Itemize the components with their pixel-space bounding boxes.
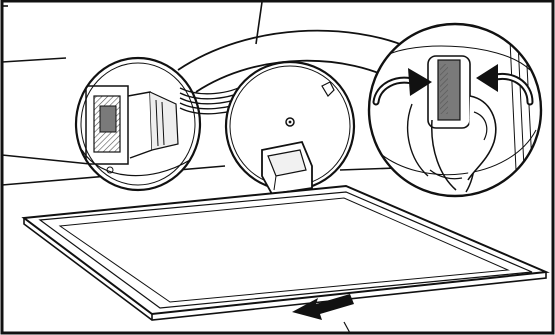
cover-disc — [226, 62, 354, 194]
left-detail-circle — [76, 58, 200, 190]
baking-tray — [24, 186, 546, 320]
push-arrow-icon — [292, 294, 354, 333]
right-detail-circle — [369, 24, 541, 196]
